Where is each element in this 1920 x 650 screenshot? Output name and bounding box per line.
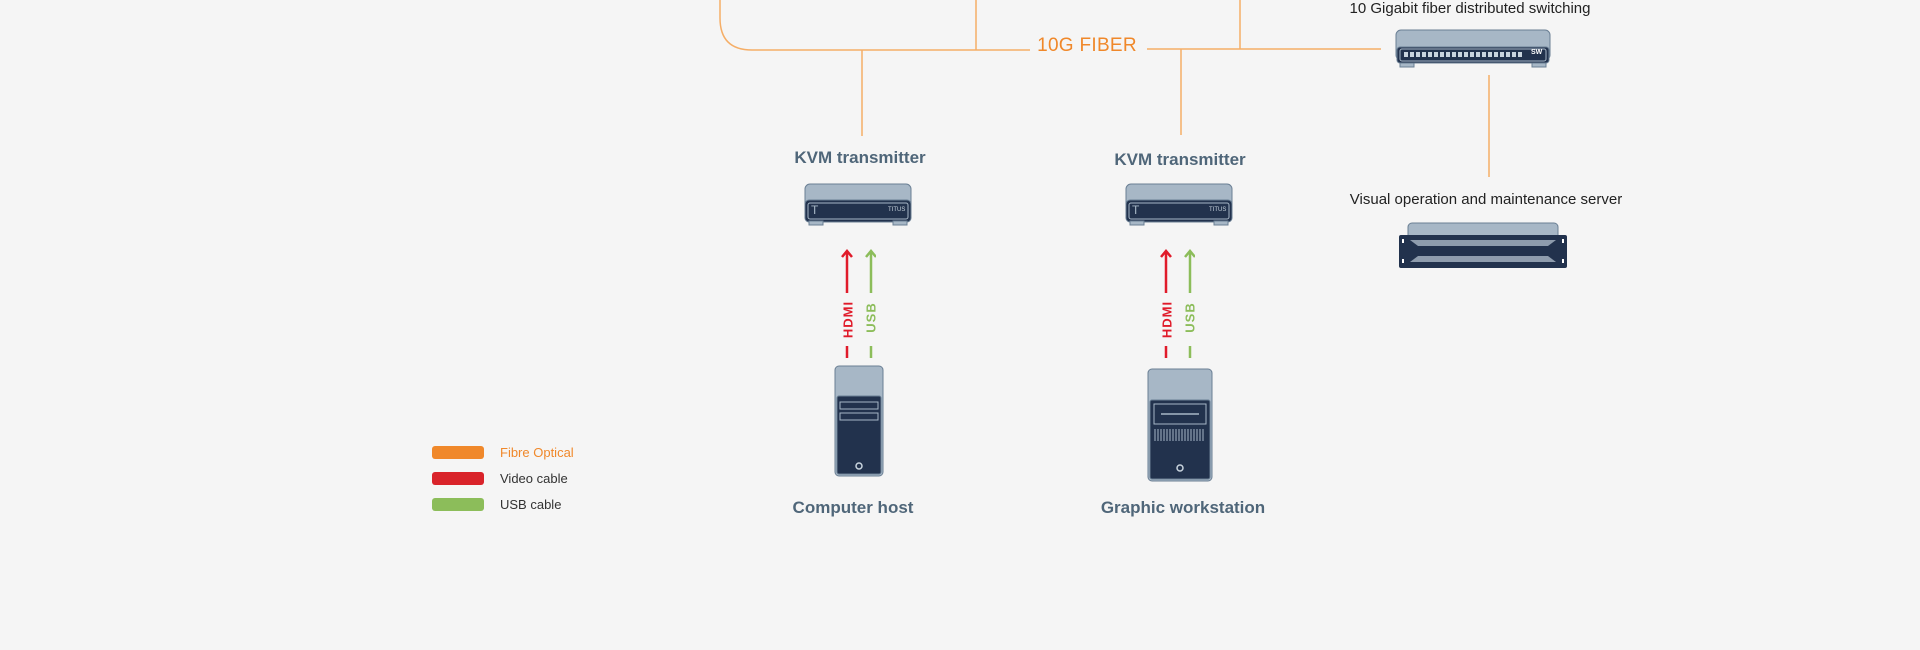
kvm-transmitter-icon-2[interactable] xyxy=(1124,183,1236,227)
hdmi-label-1: HDMI xyxy=(840,300,856,339)
usb-cable-1 xyxy=(865,249,876,358)
kvm-transmitter-icon-1[interactable] xyxy=(803,183,915,227)
hdmi-label-2: HDMI xyxy=(1159,300,1175,339)
server-label: Visual operation and maintenance server xyxy=(1349,191,1623,208)
transmitter-letter-2: T xyxy=(1132,203,1140,217)
cables-1 xyxy=(841,249,876,358)
fiber-backbone-left xyxy=(719,0,1030,51)
legend-label-video: Video cable xyxy=(500,471,568,486)
transmitter-label-1: KVM transmitter xyxy=(794,148,926,167)
transmitter-label-2: KVM transmitter xyxy=(1114,150,1246,169)
hdmi-cable-1 xyxy=(841,249,853,358)
legend-swatch-fibre xyxy=(432,446,484,459)
fiber-label: 10G FIBER xyxy=(1037,35,1137,56)
graphic-workstation-icon[interactable] xyxy=(1147,368,1213,482)
legend-label-fibre: Fibre Optical xyxy=(500,445,574,460)
usb-label-2: USB xyxy=(1182,302,1198,333)
legend-item-fibre: Fibre Optical xyxy=(432,445,574,460)
computer-host-icon[interactable] xyxy=(834,365,886,479)
hdmi-cable-2 xyxy=(1160,249,1172,358)
transmitter-brand-1: TITUS xyxy=(888,207,906,213)
switch-badge: SW xyxy=(1531,49,1543,56)
legend-item-video: Video cable xyxy=(432,471,568,486)
switch-icon[interactable] xyxy=(1394,29,1552,69)
transmitter-brand-2: TITUS xyxy=(1209,207,1227,213)
legend-swatch-video xyxy=(432,472,484,485)
usb-label-1: USB xyxy=(863,302,879,333)
server-icon[interactable] xyxy=(1398,221,1568,271)
computer-host-label: Computer host xyxy=(792,498,914,517)
graphic-workstation-label: Graphic workstation xyxy=(1100,498,1266,517)
legend-item-usb: USB cable xyxy=(432,497,561,512)
cables-2 xyxy=(1160,249,1195,358)
switch-label: 10 Gigabit fiber distributed switching xyxy=(1349,0,1591,17)
legend-swatch-usb xyxy=(432,498,484,511)
legend-label-usb: USB cable xyxy=(500,497,562,512)
transmitter-letter-1: T xyxy=(811,203,819,217)
usb-cable-2 xyxy=(1184,249,1195,358)
